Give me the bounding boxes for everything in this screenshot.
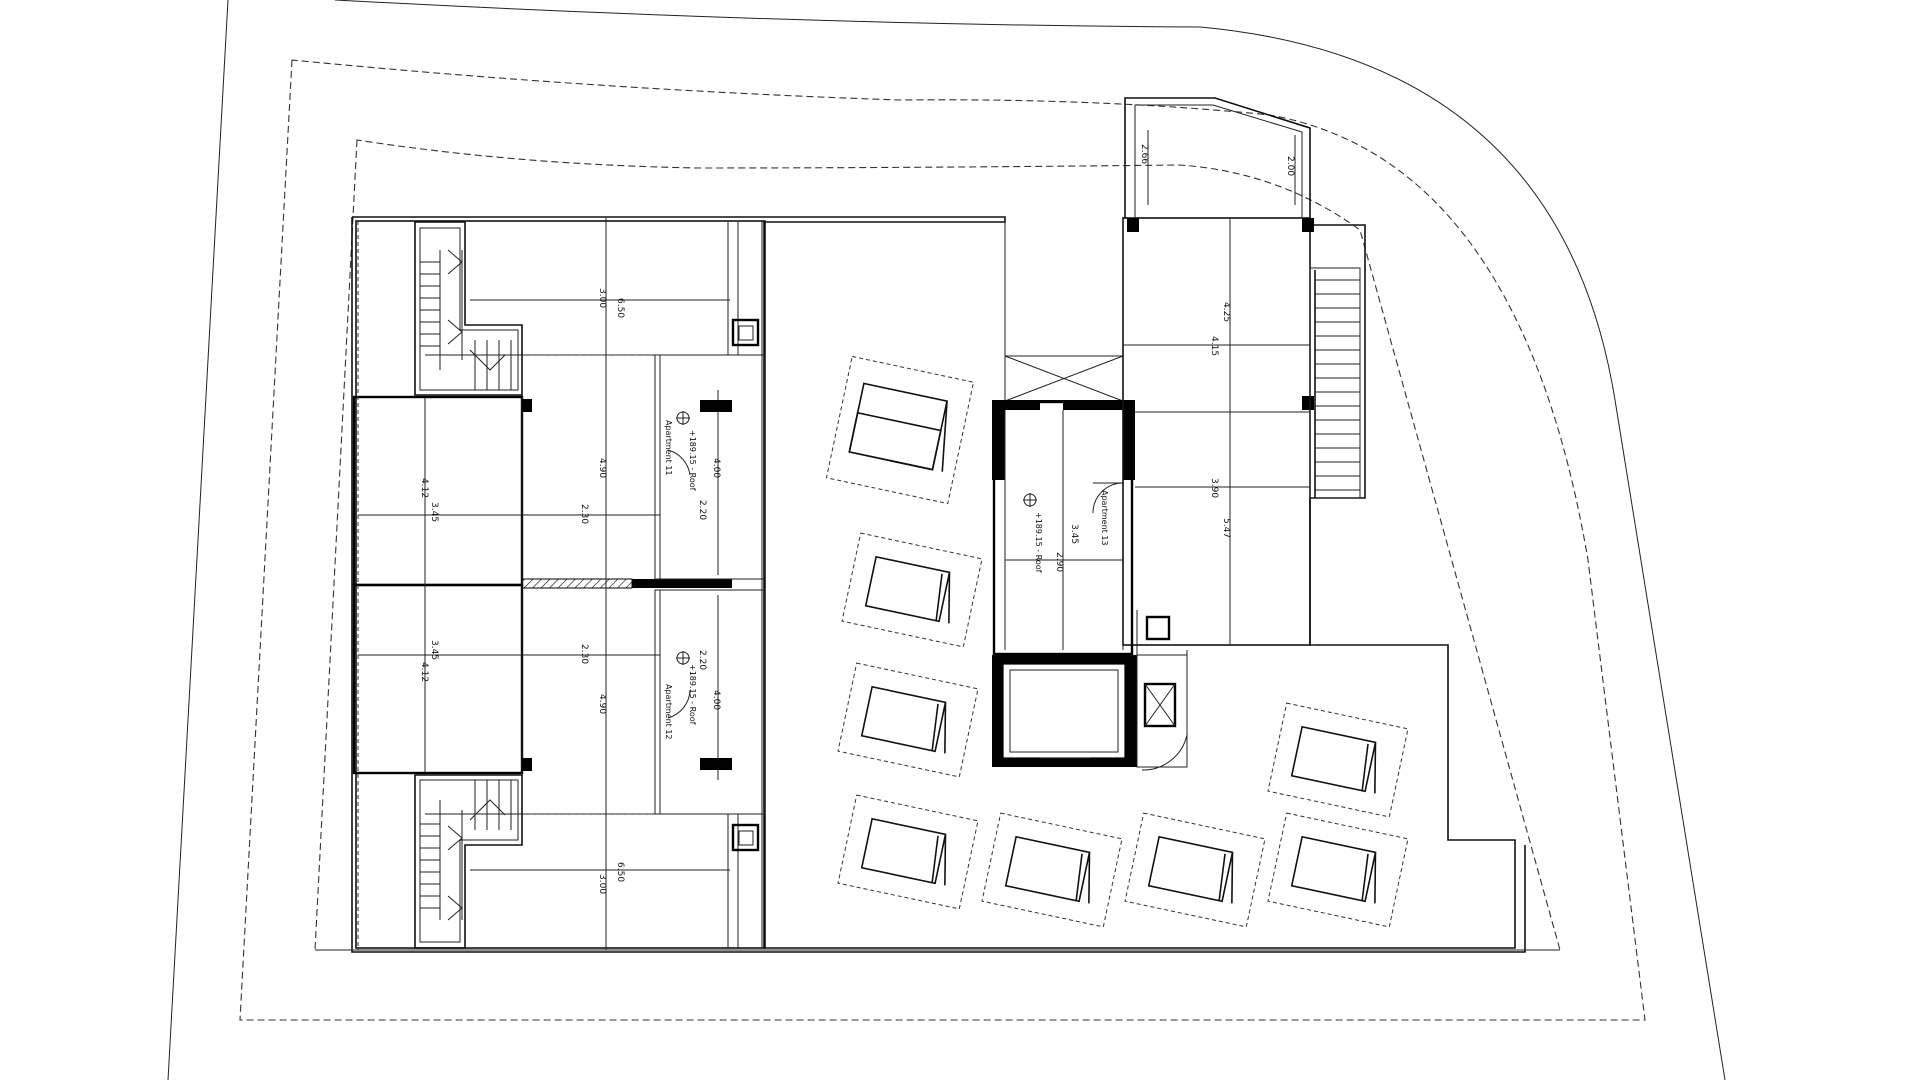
dim-right-mid-b: 5.47 xyxy=(1221,518,1231,538)
dim-left-room-c: 4.12 xyxy=(419,662,429,682)
room-labels: +189.15 - Roof Apartment 11 +189.15 - Ro… xyxy=(664,420,1109,740)
site-boundary xyxy=(167,0,1726,1080)
dim-top-left-a: 3.00 xyxy=(597,288,607,308)
dim-left-lower-mid: 2.30 xyxy=(579,644,589,664)
dim-left-lower-tall: 4.90 xyxy=(597,694,607,714)
dim-stair-a: 4.00 xyxy=(711,458,721,478)
dimension-labels: 3.00 6.50 4.90 2.30 4.12 3.45 2.30 4.90 … xyxy=(419,144,1295,894)
dim-top-left-b: 6.50 xyxy=(615,298,625,318)
core xyxy=(992,218,1315,771)
dim-stair-b: 2.20 xyxy=(697,500,707,520)
level-label-1: +189.15 - Roof xyxy=(688,430,697,491)
dim-stair-d: 4.00 xyxy=(711,690,721,710)
dim-left-room-b: 3.45 xyxy=(429,502,439,522)
room-label-13: Apartment 13 xyxy=(1100,490,1109,546)
dim-right-top-b: 4.15 xyxy=(1209,336,1219,356)
dim-right-mid-a: 3.90 xyxy=(1209,478,1219,498)
staircase-bottom-left xyxy=(414,774,523,949)
level-label-2: +189.15 - Roof xyxy=(688,664,697,725)
dim-bottom-left-a: 3.00 xyxy=(597,874,607,894)
dim-bottom-left-b: 6.50 xyxy=(615,862,625,882)
setback-line-outer xyxy=(239,59,1646,1021)
dim-left-mid-a: 2.30 xyxy=(579,504,589,524)
level-markers xyxy=(667,411,1037,719)
dim-stair-c: 2.20 xyxy=(697,650,707,670)
dim-left-tall-a: 4.90 xyxy=(597,458,607,478)
dim-balcony-a: 2.66 xyxy=(1139,144,1149,164)
parking-cars xyxy=(825,355,1409,928)
dim-right-top-a: 4.25 xyxy=(1221,302,1231,322)
dim-left-room-d: 3.45 xyxy=(429,640,439,660)
room-label-12: Apartment 12 xyxy=(664,684,673,740)
dim-core-b: 2.90 xyxy=(1054,552,1064,572)
right-wing xyxy=(1122,97,1361,646)
staircase-top-left xyxy=(414,221,523,396)
level-label-3: +189.15 - Roof xyxy=(1034,512,1043,573)
dim-balcony-b: 2.00 xyxy=(1285,156,1295,176)
setback-line-inner xyxy=(314,139,1561,951)
room-label-11: Apartment 11 xyxy=(664,420,673,476)
dim-left-room-a: 4.12 xyxy=(419,478,429,498)
left-wing xyxy=(352,218,766,950)
dim-core-a: 3.45 xyxy=(1069,524,1079,544)
